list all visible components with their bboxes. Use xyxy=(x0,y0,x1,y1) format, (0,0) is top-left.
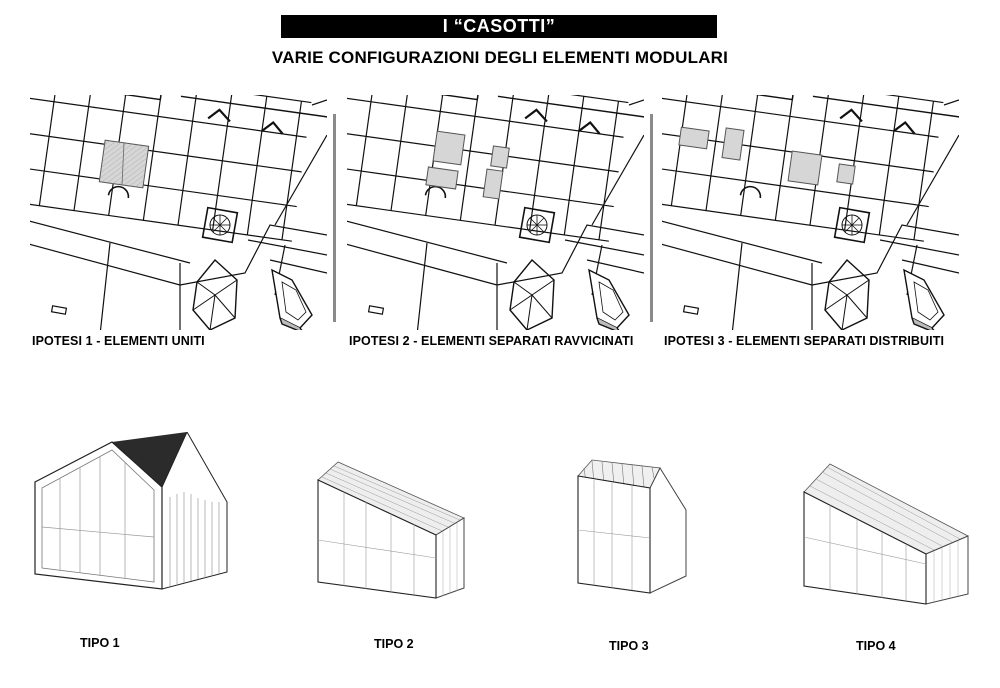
plan-base-drawing xyxy=(662,95,959,330)
separator-2 xyxy=(650,114,653,322)
title-bar: I “CASOTTI” xyxy=(281,15,717,38)
plan-base-drawing xyxy=(347,95,644,330)
separator-1 xyxy=(333,114,336,322)
type-label-2: TIPO 2 xyxy=(374,637,414,651)
hypothesis-label-2: IPOTESI 2 - ELEMENTI SEPARATI RAVVICINAT… xyxy=(349,334,634,348)
hypothesis-label-3: IPOTESI 3 - ELEMENTI SEPARATI DISTRIBUIT… xyxy=(664,334,945,348)
model-tipo-1 xyxy=(34,432,228,590)
type-label-3: TIPO 3 xyxy=(609,639,649,653)
plan-hypothesis-1 xyxy=(30,95,327,330)
plan-base-drawing xyxy=(30,95,327,330)
type-label-1: TIPO 1 xyxy=(80,636,120,650)
module-group xyxy=(678,126,856,186)
type-label-4: TIPO 4 xyxy=(856,639,896,653)
plan-hypothesis-3 xyxy=(662,95,959,330)
page-subtitle: VARIE CONFIGURAZIONI DEGLI ELEMENTI MODU… xyxy=(271,48,729,67)
hypothesis-label-1: IPOTESI 1 - ELEMENTI UNITI xyxy=(32,334,205,348)
module-group xyxy=(98,139,150,189)
plan-hypothesis-2 xyxy=(347,95,644,330)
page-title: I “CASOTTI” xyxy=(442,16,556,36)
module-group xyxy=(425,130,510,200)
